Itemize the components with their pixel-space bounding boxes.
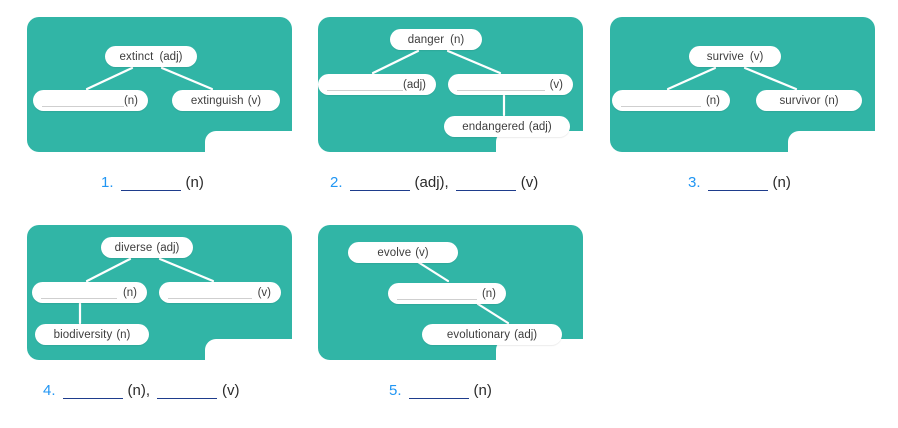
node-root: survive (v)	[689, 46, 781, 67]
answer-caption-5: 5. (n)	[389, 382, 494, 399]
node-bottom: evolutionary (adj)	[422, 324, 562, 345]
caption-pos: (v)	[520, 174, 539, 191]
node-pos: (v)	[749, 50, 764, 63]
node-pos: (adj)	[514, 328, 538, 341]
node-pos: (n)	[450, 33, 465, 46]
node-word: extinguish	[190, 94, 244, 107]
caption-pos: (adj),	[414, 174, 449, 191]
caption-number: 3.	[688, 174, 701, 191]
answer-blank-rule[interactable]	[457, 90, 545, 91]
answer-blank[interactable]	[707, 176, 768, 191]
node-pos: (n)	[122, 286, 137, 299]
node-right-blank: (v)	[159, 282, 281, 303]
node-left-blank: (n)	[32, 282, 147, 303]
answer-blank-rule[interactable]	[168, 298, 252, 299]
node-middle-blank: (n)	[388, 283, 506, 304]
answer-blank[interactable]	[408, 384, 469, 399]
node-left-blank: (adj)	[318, 74, 436, 95]
node-root: danger (n)	[390, 29, 482, 50]
node-word: danger	[407, 33, 445, 46]
node-word: diverse	[114, 241, 153, 254]
node-pos: (n)	[123, 94, 138, 107]
node-word: evolutionary	[446, 328, 511, 341]
word-family-card-5: evolve (v) (n) evolutionary (adj)	[318, 225, 583, 360]
answer-blank-rule[interactable]	[397, 299, 477, 300]
answer-blank[interactable]	[349, 176, 410, 191]
node-child: biodiversity (n)	[35, 324, 149, 345]
caption-pos: (n)	[185, 174, 204, 191]
node-word: biodiversity	[53, 328, 113, 341]
node-left-blank: (n)	[33, 90, 148, 111]
node-word: extinct	[119, 50, 154, 63]
node-pos: (n)	[824, 94, 839, 107]
node-word: survive	[706, 50, 744, 63]
answer-blank-rule[interactable]	[41, 298, 117, 299]
answer-caption-1: 1. (n)	[101, 174, 206, 191]
node-pos: (n)	[705, 94, 720, 107]
answer-caption-4: 4. (n), (v)	[43, 382, 242, 399]
answer-blank[interactable]	[62, 384, 123, 399]
answer-caption-2: 2. (adj), (v)	[330, 174, 540, 191]
answer-blank-rule[interactable]	[621, 106, 701, 107]
node-root: extinct (adj)	[105, 46, 197, 67]
word-family-card-1: extinct (adj) (n) extinguish (v)	[27, 17, 292, 152]
node-word: survivor	[779, 94, 821, 107]
node-pos: (adj)	[528, 120, 552, 133]
node-pos: (adj)	[402, 78, 426, 91]
node-pos: (n)	[481, 287, 496, 300]
node-left-blank: (n)	[612, 90, 730, 111]
caption-pos: (v)	[222, 382, 240, 399]
caption-number: 2.	[330, 174, 343, 191]
node-pos: (adj)	[156, 241, 180, 254]
node-root: diverse (adj)	[101, 237, 193, 258]
card-notch	[205, 131, 292, 152]
answer-blank[interactable]	[157, 384, 218, 399]
word-family-card-2: danger (n) (adj) (v) endangered (adj)	[318, 17, 583, 152]
node-right: extinguish (v)	[172, 90, 280, 111]
answer-blank-rule[interactable]	[327, 90, 403, 91]
word-family-card-4: diverse (adj) (n) (v) biodiversity (n)	[27, 225, 292, 360]
card-notch	[205, 339, 292, 360]
node-pos: (v)	[549, 78, 563, 91]
answer-blank[interactable]	[455, 176, 516, 191]
caption-number: 5.	[389, 382, 402, 399]
node-right-blank: (v)	[448, 74, 573, 95]
node-root: evolve (v)	[348, 242, 458, 263]
caption-pos: (n)	[772, 174, 791, 191]
node-word: endangered	[462, 120, 525, 133]
node-child: endangered (adj)	[444, 116, 570, 137]
node-right: survivor (n)	[756, 90, 862, 111]
node-pos: (adj)	[159, 50, 183, 63]
caption-number: 1.	[101, 174, 114, 191]
answer-blank-rule[interactable]	[42, 106, 124, 107]
node-pos: (v)	[415, 246, 429, 259]
node-pos: (n)	[116, 328, 131, 341]
node-pos: (v)	[247, 94, 262, 107]
node-word: evolve	[377, 246, 412, 259]
caption-pos: (n),	[127, 382, 151, 399]
card-notch	[788, 131, 875, 152]
node-pos: (v)	[257, 286, 271, 299]
answer-caption-3: 3. (n)	[688, 174, 793, 191]
word-family-card-3: survive (v) (n) survivor (n)	[610, 17, 875, 152]
answer-blank[interactable]	[120, 176, 181, 191]
caption-number: 4.	[43, 382, 56, 399]
caption-pos: (n)	[473, 382, 492, 399]
